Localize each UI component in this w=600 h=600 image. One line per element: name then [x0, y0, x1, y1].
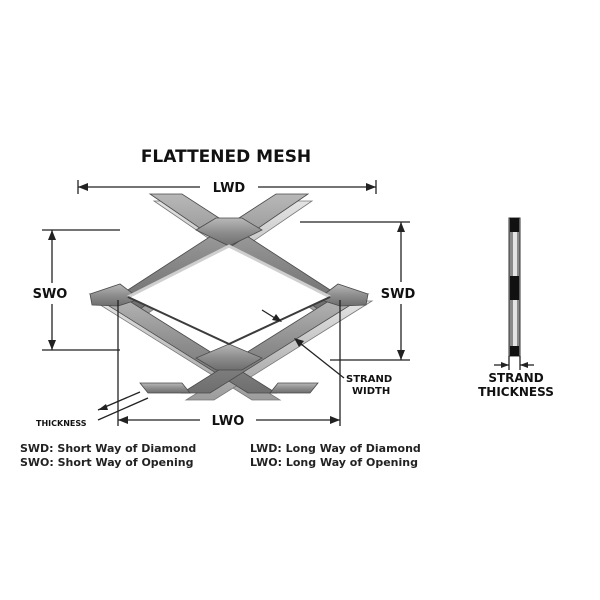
lwd-label: LWD — [213, 181, 246, 196]
strand-thickness-label-line1: STRAND — [488, 371, 543, 385]
legend-swo: SWO: Short Way of Opening — [20, 456, 193, 469]
thickness-label: THICKNESS — [36, 419, 87, 428]
swo-dimension: SWO — [33, 229, 120, 351]
strand-width-callout: STRAND WIDTH — [261, 309, 392, 397]
lwo-label: LWO — [212, 414, 245, 429]
legend-lwo: LWO: Long Way of Opening — [250, 456, 418, 469]
swo-label: SWO — [33, 287, 68, 302]
swd-label: SWD — [381, 287, 416, 302]
diagram-title: FLATTENED MESH — [141, 147, 311, 167]
strand-thickness-dimension: STRAND THICKNESS — [478, 356, 554, 399]
strand-width-label-line1: STRAND — [346, 374, 392, 385]
lwo-dimension: LWO — [117, 300, 341, 429]
mesh-shape — [88, 193, 374, 401]
legend-swd: SWD: Short Way of Diamond — [20, 442, 196, 455]
lwd-dimension: LWD — [77, 180, 377, 196]
legend-lwd: LWD: Long Way of Diamond — [250, 442, 421, 455]
side-profile — [508, 217, 521, 357]
legend: SWD: Short Way of Diamond SWO: Short Way… — [20, 442, 421, 469]
strand-thickness-label-line2: THICKNESS — [478, 385, 554, 399]
strand-width-label-line2: WIDTH — [352, 386, 390, 397]
thickness-callout: THICKNESS — [36, 391, 149, 428]
swd-dimension: SWD — [300, 221, 416, 361]
